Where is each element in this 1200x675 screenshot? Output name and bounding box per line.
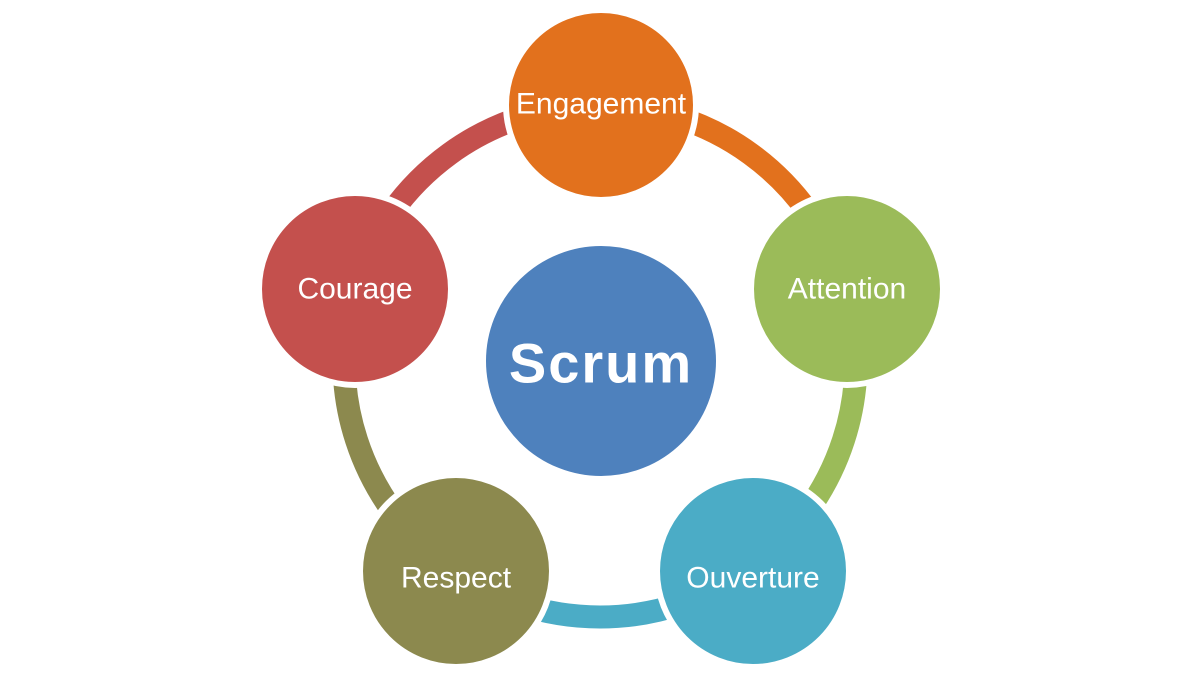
center-node: Scrum xyxy=(480,240,722,482)
node-label-respect: Respect xyxy=(401,562,512,595)
node-label-courage: Courage xyxy=(297,273,412,306)
center-circle-scrum xyxy=(480,240,722,482)
node-label-ouverture: Ouverture xyxy=(686,562,819,595)
node-respect: Respect xyxy=(357,472,555,670)
node-circle-engagement xyxy=(503,7,699,203)
node-circle-respect xyxy=(357,472,555,670)
node-label-attention: Attention xyxy=(788,273,906,306)
center-label-scrum: Scrum xyxy=(509,332,693,395)
node-label-engagement: Engagement xyxy=(516,88,687,121)
node-ouverture: Ouverture xyxy=(654,472,852,670)
node-attention: Attention xyxy=(748,190,946,388)
node-circle-ouverture xyxy=(654,472,852,670)
node-engagement: Engagement xyxy=(503,7,699,203)
node-circle-attention xyxy=(748,190,946,388)
node-circle-courage xyxy=(256,190,454,388)
node-courage: Courage xyxy=(256,190,454,388)
